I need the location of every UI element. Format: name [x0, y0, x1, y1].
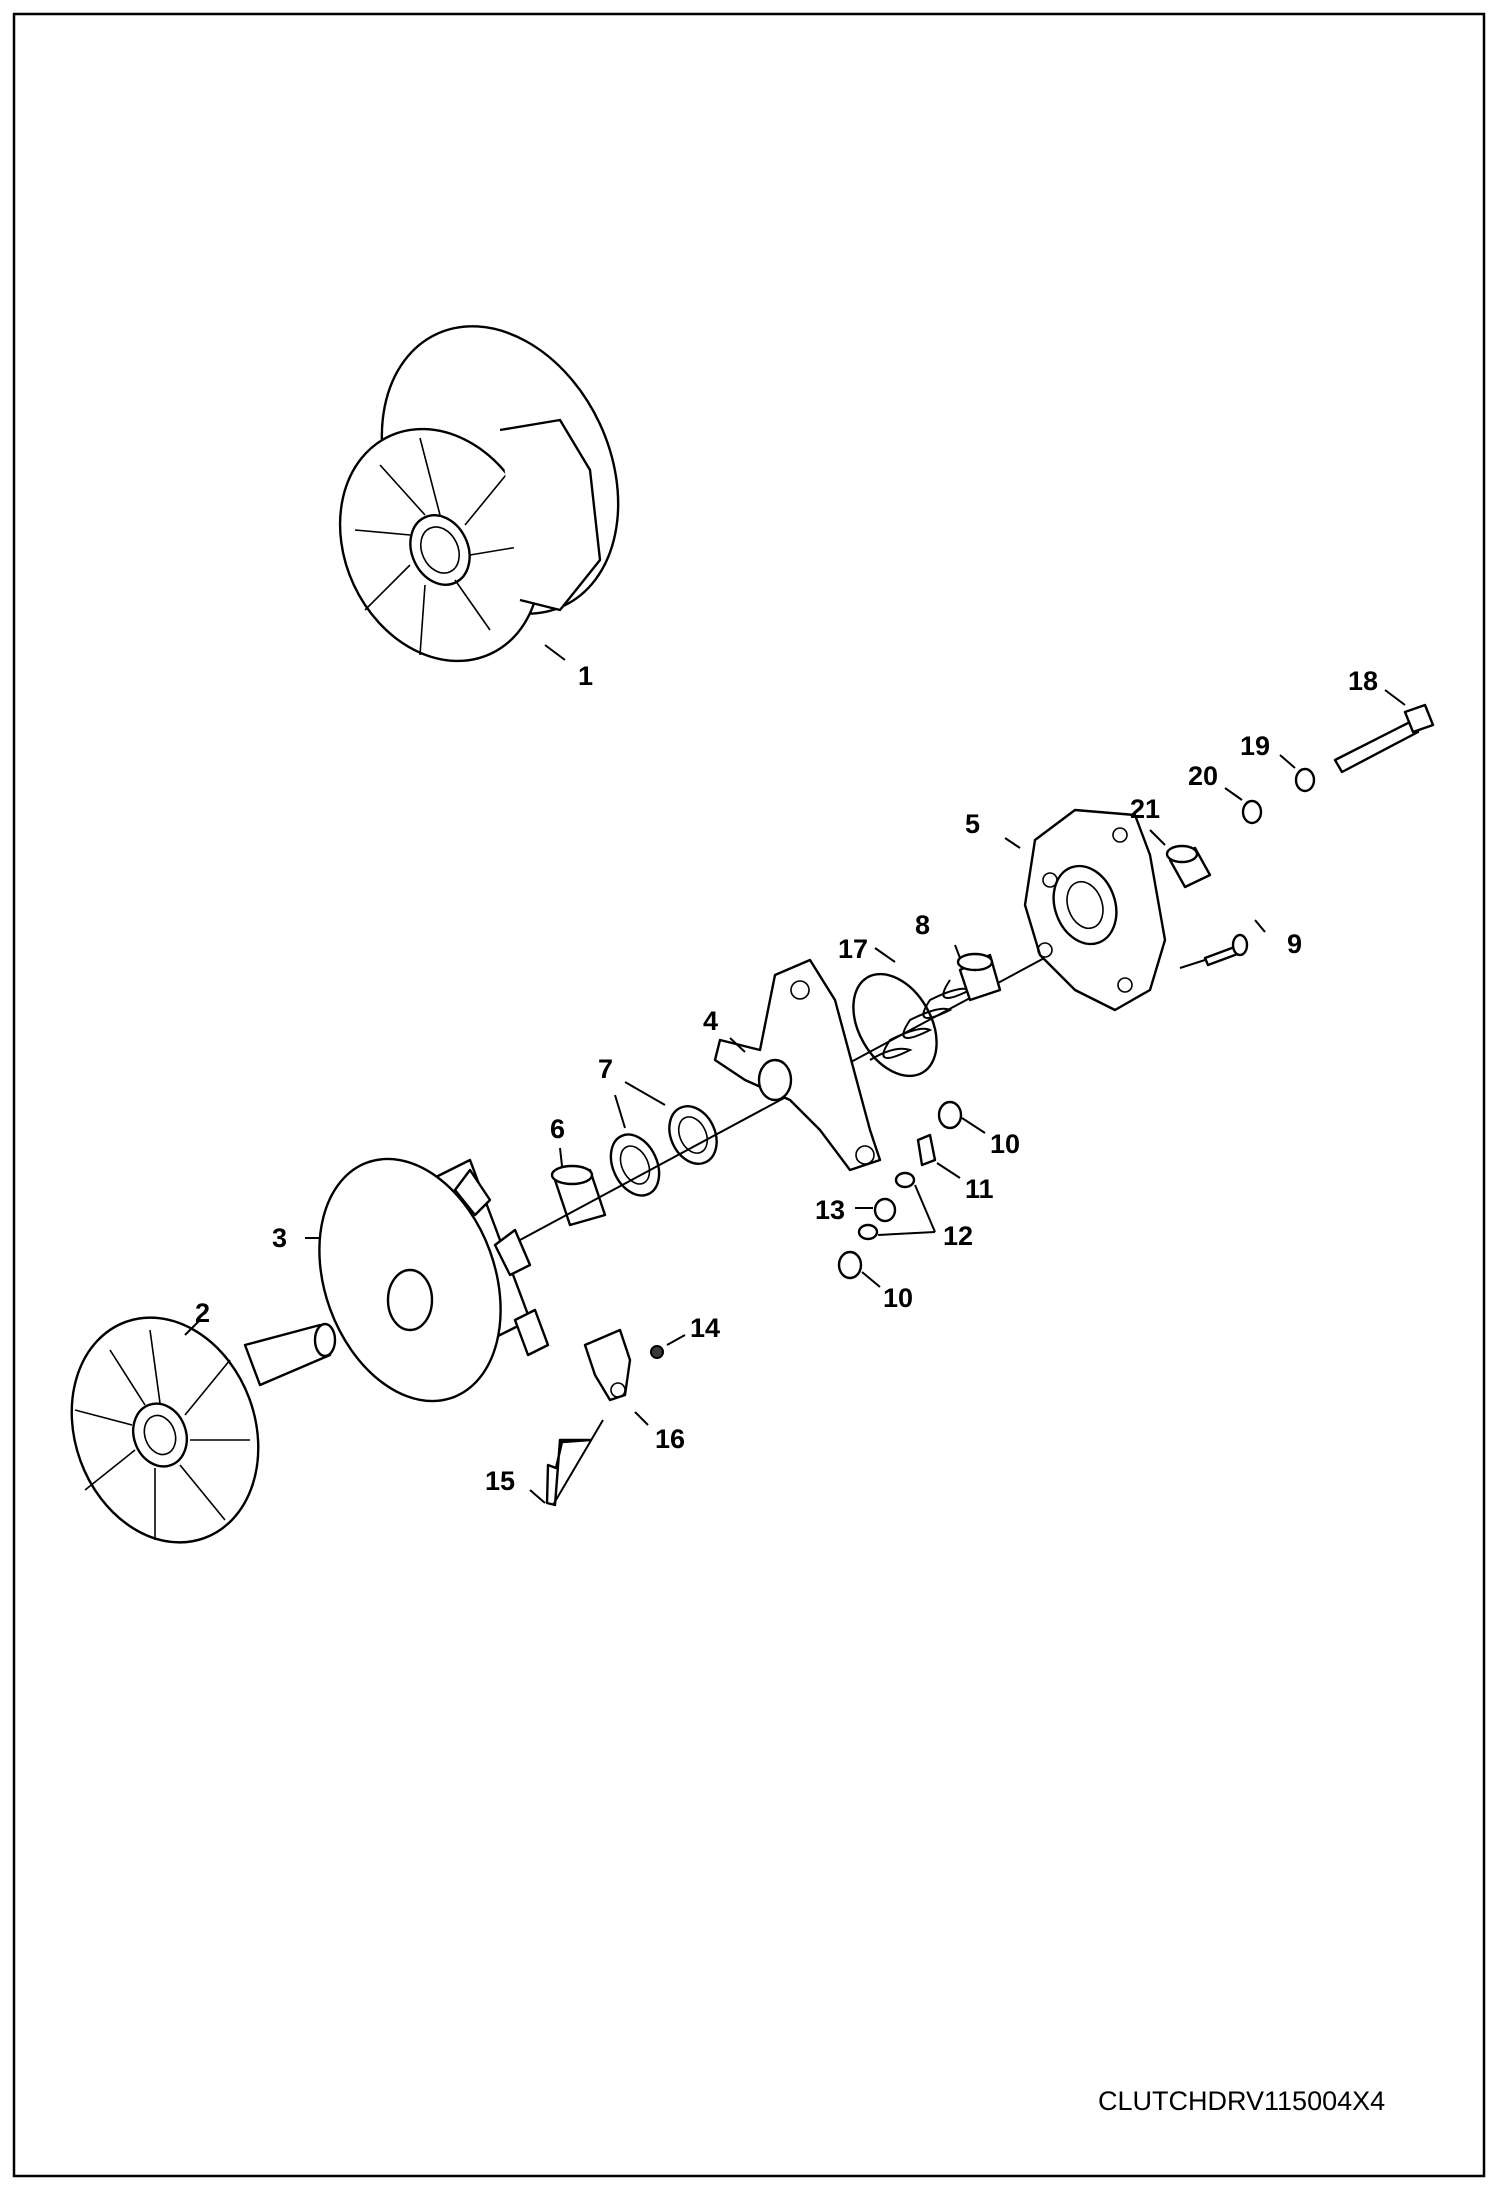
callout-3: 3 — [272, 1223, 287, 1253]
callout-21: 21 — [1130, 794, 1160, 824]
callout-10-upper: 10 — [990, 1129, 1020, 1159]
callout-14: 14 — [690, 1313, 720, 1343]
part-sleeve-21 — [1149, 829, 1212, 889]
part-cam-weight-16 — [583, 1328, 649, 1426]
callout-11: 11 — [965, 1174, 994, 1204]
callout-12: 12 — [943, 1221, 973, 1251]
part-roller-13 — [855, 1197, 897, 1223]
callout-10-lower: 10 — [883, 1283, 913, 1313]
part-nut-14 — [650, 1334, 686, 1359]
callout-9: 9 — [1287, 929, 1302, 959]
callout-1: 1 — [578, 661, 593, 691]
callout-18: 18 — [1348, 666, 1378, 696]
callout-5: 5 — [965, 809, 980, 839]
part-bolt-18 — [1333, 689, 1435, 774]
part-pin-11 — [916, 1133, 961, 1179]
callout-8: 8 — [915, 910, 930, 940]
part-spider — [713, 958, 882, 1172]
drawing-code: CLUTCHDRV115004X4 — [1098, 2086, 1385, 2116]
part-bushing-8 — [954, 944, 1002, 1002]
part-washer-20 — [1224, 787, 1263, 825]
part-fixed-sheave — [70, 1316, 337, 1544]
part-roller-10-upper — [937, 1100, 986, 1134]
callout-7: 7 — [598, 1054, 613, 1084]
callout-15: 15 — [485, 1466, 515, 1496]
callout-20: 20 — [1188, 761, 1218, 791]
part-roller-10-lower — [837, 1250, 881, 1288]
callout-4: 4 — [703, 1006, 718, 1036]
part-pin-15 — [529, 1419, 604, 1507]
callout-16: 16 — [655, 1424, 685, 1454]
part-washer-19 — [1279, 754, 1316, 793]
part-movable-sheave — [305, 1157, 550, 1403]
callout-2: 2 — [195, 1298, 210, 1328]
callout-6: 6 — [550, 1114, 565, 1144]
part-drive-clutch-assembly — [338, 325, 620, 663]
part-spring — [852, 947, 973, 1078]
drawing-frame — [12, 12, 1486, 2178]
callout-labels: 1 2 3 4 5 6 7 8 9 10 10 11 12 13 14 15 1… — [195, 661, 1378, 1496]
callout-17: 17 — [838, 934, 868, 964]
part-cover — [1004, 808, 1167, 1012]
part-bolt-9 — [1179, 919, 1266, 969]
part-bushing-6 — [550, 1147, 607, 1227]
callout-19: 19 — [1240, 731, 1270, 761]
part-washers-12 — [857, 1171, 936, 1241]
leader-line — [544, 644, 566, 661]
callout-13: 13 — [815, 1195, 845, 1225]
part-washers-7 — [609, 1081, 718, 1197]
